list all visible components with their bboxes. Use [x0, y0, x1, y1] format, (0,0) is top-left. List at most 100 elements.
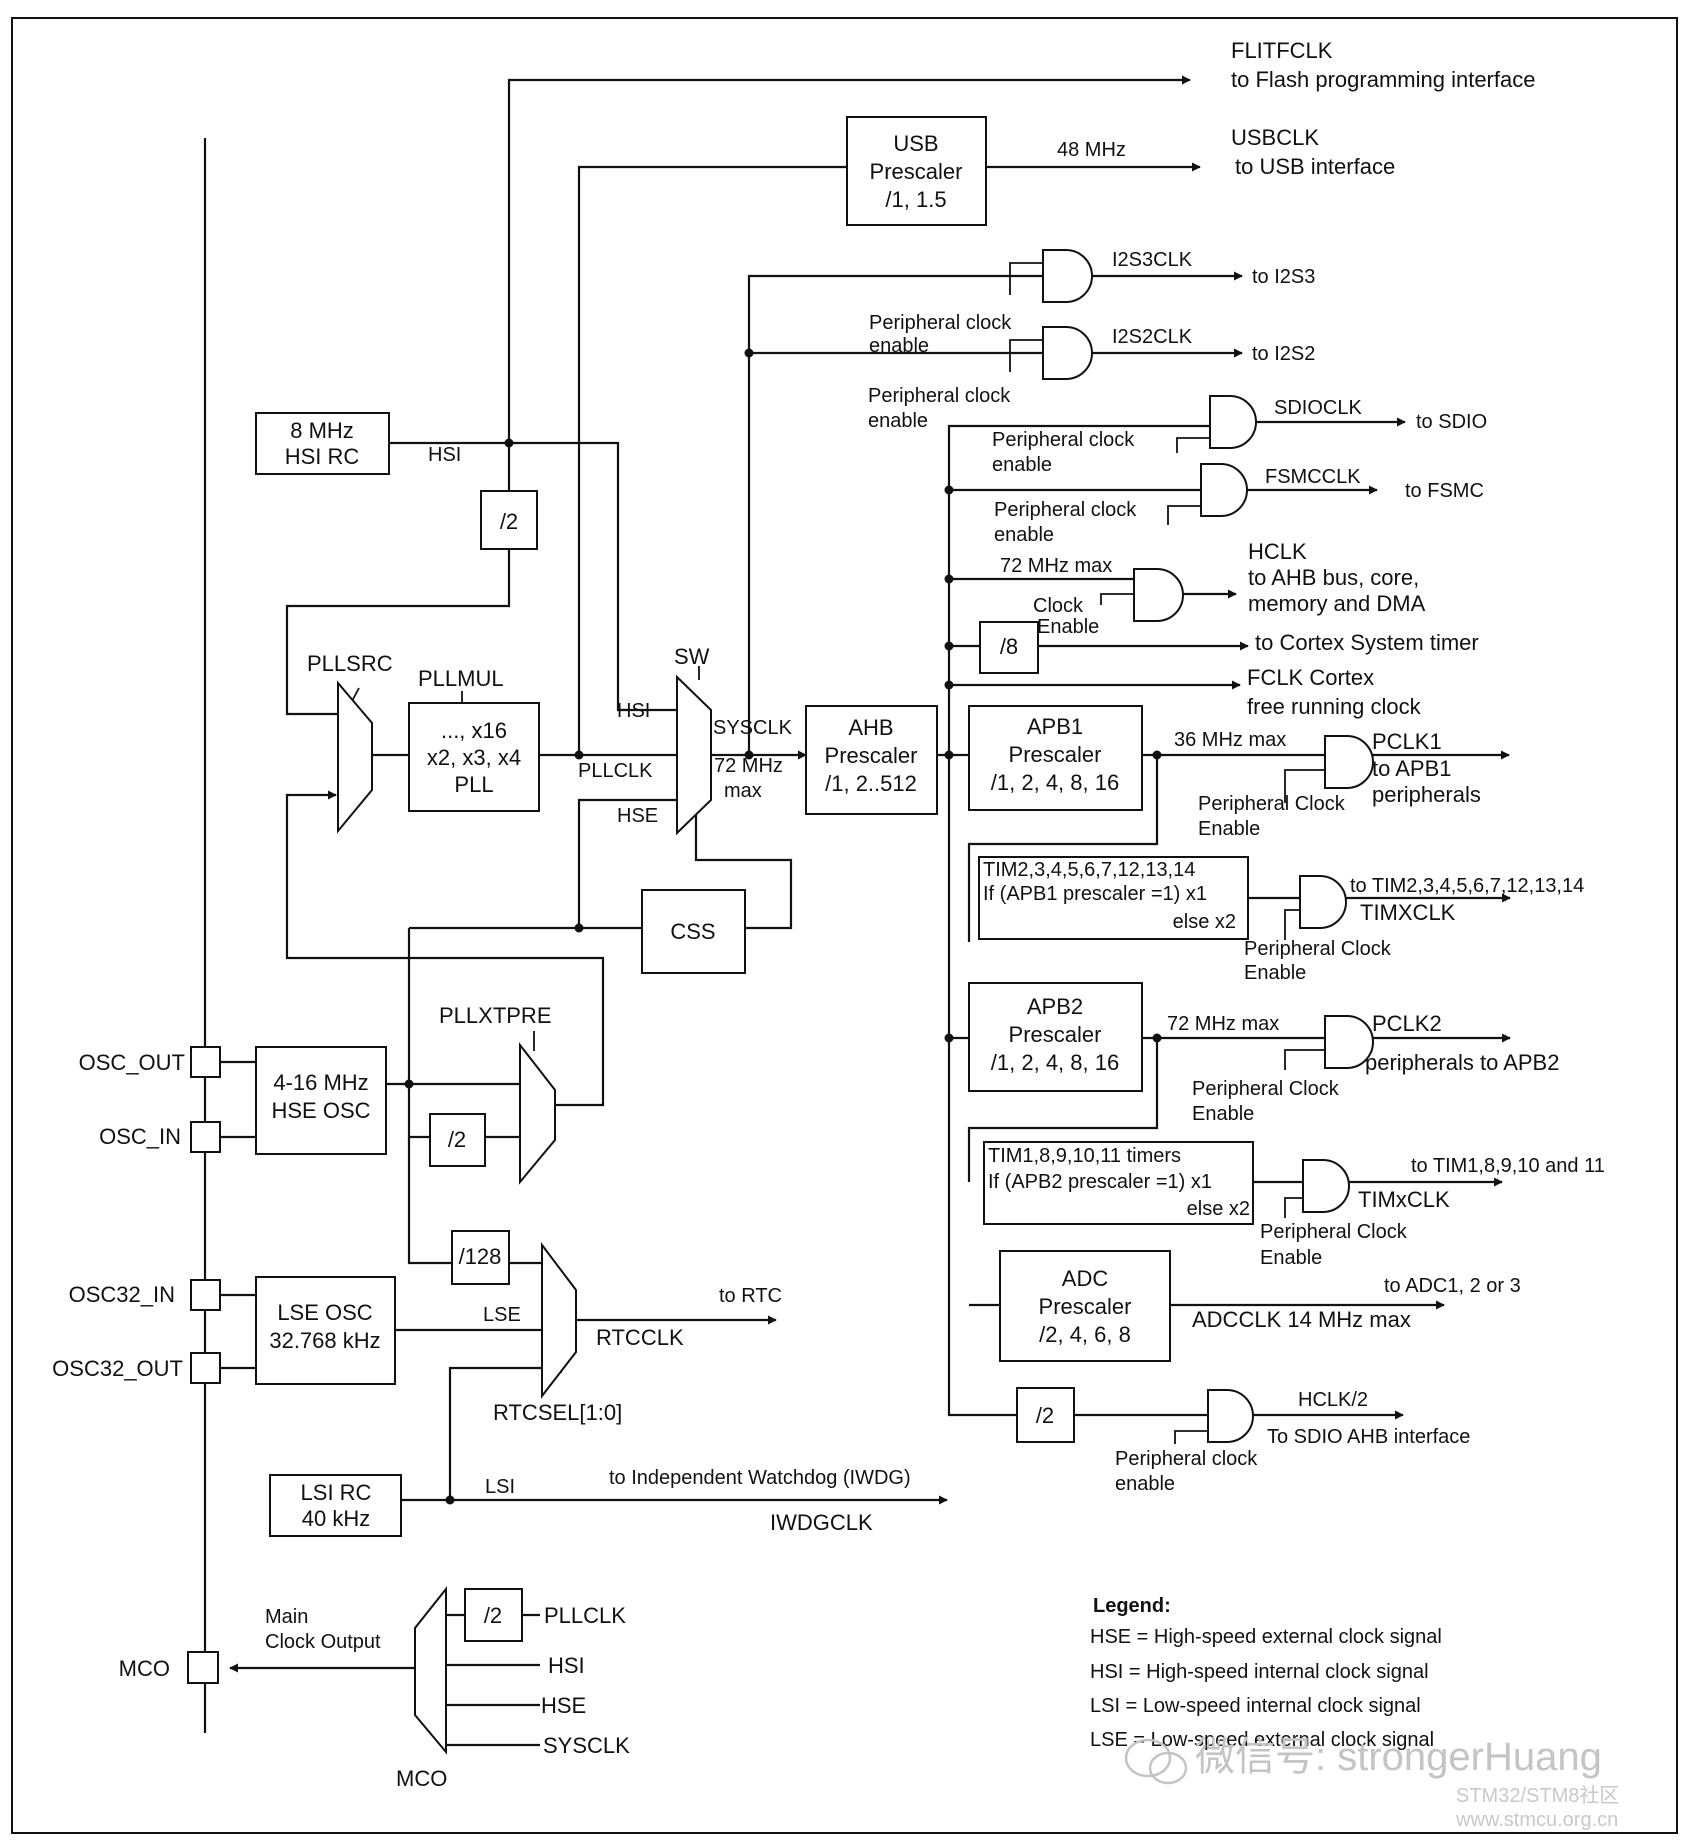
- pllmul-label: PLLMUL: [418, 666, 504, 691]
- i2s2clk-label: I2S2CLK: [1112, 326, 1193, 348]
- iwdgclk-label: IWDGCLK: [770, 1510, 873, 1535]
- svg-text:enable: enable: [992, 454, 1052, 476]
- gate-i2s2: [1042, 326, 1093, 380]
- svg-text:Peripheral clock: Peripheral clock: [1115, 1448, 1258, 1470]
- i2s3clk-label: I2S3CLK: [1112, 249, 1193, 271]
- multiplexers: [337, 674, 712, 1755]
- gate-hclk2: [1207, 1389, 1254, 1443]
- svg-text:Peripheral clock: Peripheral clock: [869, 312, 1012, 334]
- pin-osc32-out: [190, 1352, 221, 1384]
- svg-text:8 MHz: 8 MHz: [290, 418, 354, 443]
- svg-text:Peripheral Clock: Peripheral Clock: [1244, 938, 1392, 960]
- watermark: 微信号: strongerHuang STM32/STM8社区 www.stmc…: [1124, 1735, 1619, 1831]
- apb2-prescaler-box: [968, 982, 1143, 1092]
- pll-box: [408, 702, 540, 812]
- svg-text:free running clock: free running clock: [1247, 694, 1422, 719]
- svg-text:Enable: Enable: [1037, 616, 1099, 638]
- tim-apb1-to-label: to TIM2,3,4,5,6,7,12,13,14: [1350, 875, 1584, 897]
- mux-pllxtpre: [519, 1042, 556, 1185]
- usb-if-label: to USB interface: [1235, 154, 1395, 179]
- adc-to-label: to ADC1, 2 or 3: [1384, 1275, 1521, 1297]
- svg-text:If (APB1 prescaler =1) x1: If (APB1 prescaler =1) x1: [983, 883, 1207, 905]
- apb1-prescaler-box: [968, 705, 1143, 811]
- svg-text:/1, 2, 4, 8, 16: /1, 2, 4, 8, 16: [991, 1050, 1119, 1075]
- svg-text:Prescaler: Prescaler: [1009, 742, 1102, 767]
- svg-text:Main: Main: [265, 1606, 308, 1628]
- pllclk-label: PLLCLK: [578, 760, 653, 782]
- svg-text:to AHB bus, core,: to AHB bus, core,: [1248, 565, 1419, 590]
- sysclk-label: SYSCLK: [713, 717, 793, 739]
- svg-text:SYSCLK: SYSCLK: [543, 1733, 630, 1758]
- tim-apb2-to-label: to TIM1,8,9,10 and 11: [1411, 1155, 1605, 1177]
- svg-text:Peripheral Clock: Peripheral Clock: [1198, 793, 1346, 815]
- pin-osc32-in: [190, 1279, 221, 1311]
- svg-text:Enable: Enable: [1198, 818, 1260, 840]
- svg-text:LSE OSC: LSE OSC: [277, 1300, 372, 1325]
- and-gates: [1042, 249, 1374, 1443]
- svg-text:enable: enable: [869, 335, 929, 357]
- hclk-label: HCLK: [1248, 539, 1307, 564]
- svg-text:72 MHz: 72 MHz: [714, 755, 783, 777]
- usb-freq-label: 48 MHz: [1057, 139, 1126, 161]
- pin-osc-out: [190, 1046, 221, 1078]
- svg-text:Peripheral clock: Peripheral clock: [992, 429, 1135, 451]
- mux-sw: [676, 674, 712, 836]
- watermark-wechat: 微信号: strongerHuang: [1195, 1735, 1602, 1779]
- sw-label: SW: [674, 644, 710, 669]
- svg-text:HSI: HSI: [548, 1653, 585, 1678]
- svg-text:ADC: ADC: [1062, 1266, 1109, 1291]
- svg-text:enable: enable: [1115, 1473, 1175, 1495]
- to-sdio-label: to SDIO: [1416, 411, 1487, 433]
- svg-text:Clock Output: Clock Output: [265, 1631, 381, 1653]
- max36-label: 36 MHz max: [1174, 729, 1286, 751]
- svg-text:If (APB2 prescaler =1) x1: If (APB2 prescaler =1) x1: [988, 1171, 1212, 1193]
- gate-pclk2: [1324, 1015, 1374, 1069]
- pllsrc-label: PLLSRC: [307, 651, 393, 676]
- svg-text:CSS: CSS: [670, 919, 715, 944]
- pllxtpre-label: PLLXTPRE: [439, 1003, 552, 1028]
- mco-mux-label: MCO: [396, 1766, 447, 1791]
- svg-text:HSE: HSE: [541, 1693, 586, 1718]
- hsi-signal-label: HSI: [428, 444, 461, 466]
- to-fsmc-label: to FSMC: [1405, 480, 1484, 502]
- svg-text:TIM2,3,4,5,6,7,12,13,14: TIM2,3,4,5,6,7,12,13,14: [983, 859, 1195, 881]
- hsi-rc-box: [255, 412, 390, 475]
- svg-text:HSE OSC: HSE OSC: [271, 1098, 370, 1123]
- svg-text:Peripheral clock: Peripheral clock: [868, 385, 1011, 407]
- pins: [187, 1046, 256, 1684]
- hse-div2-box: [429, 1113, 486, 1167]
- lsi-signal-label: LSI: [485, 1476, 515, 1498]
- svg-text:Peripheral Clock: Peripheral Clock: [1260, 1221, 1408, 1243]
- svg-text:32.768 kHz: 32.768 kHz: [269, 1328, 380, 1353]
- pclk1-label: PCLK1: [1372, 729, 1442, 754]
- gate-hclk: [1133, 568, 1184, 622]
- ahb-prescaler-box: [805, 705, 938, 815]
- pin-mco: [187, 1651, 219, 1684]
- legend: Legend: HSE = High-speed external clock …: [1090, 1595, 1442, 1751]
- gate-pclk1: [1324, 735, 1374, 789]
- svg-text:Enable: Enable: [1260, 1247, 1322, 1269]
- legend-lse: LSE = Low-speed external clock signal: [1090, 1729, 1434, 1751]
- svg-text:/2: /2: [1036, 1403, 1054, 1428]
- legend-hsi: HSI = High-speed internal clock signal: [1090, 1661, 1429, 1683]
- svg-text:USB: USB: [893, 131, 938, 156]
- svg-text:To SDIO AHB interface: To SDIO AHB interface: [1267, 1426, 1470, 1448]
- svg-text:Prescaler: Prescaler: [825, 743, 918, 768]
- svg-text:/1, 2..512: /1, 2..512: [825, 771, 917, 796]
- wechat-icon: [1124, 1738, 1188, 1785]
- osc32-out-label: OSC32_OUT: [52, 1356, 183, 1381]
- watermark-url: www.stmcu.org.cn: [1455, 1809, 1618, 1831]
- timxclk-apb1-label: TIMXCLK: [1360, 900, 1456, 925]
- svg-text:/8: /8: [1000, 634, 1018, 659]
- svg-text:max: max: [724, 780, 762, 802]
- junction-dots: [404, 348, 1162, 1505]
- gate-tim-apb2: [1302, 1159, 1350, 1213]
- svg-text:Peripheral Clock: Peripheral Clock: [1192, 1078, 1340, 1100]
- tim-apb2-box: [983, 1141, 1254, 1225]
- max72-apb2-label: 72 MHz max: [1167, 1013, 1279, 1035]
- hse-osc-box: [255, 1046, 387, 1155]
- svg-text:memory and DMA: memory and DMA: [1248, 591, 1426, 616]
- hclk2-label: HCLK/2: [1298, 1389, 1368, 1411]
- svg-text:Peripheral clock: Peripheral clock: [994, 499, 1137, 521]
